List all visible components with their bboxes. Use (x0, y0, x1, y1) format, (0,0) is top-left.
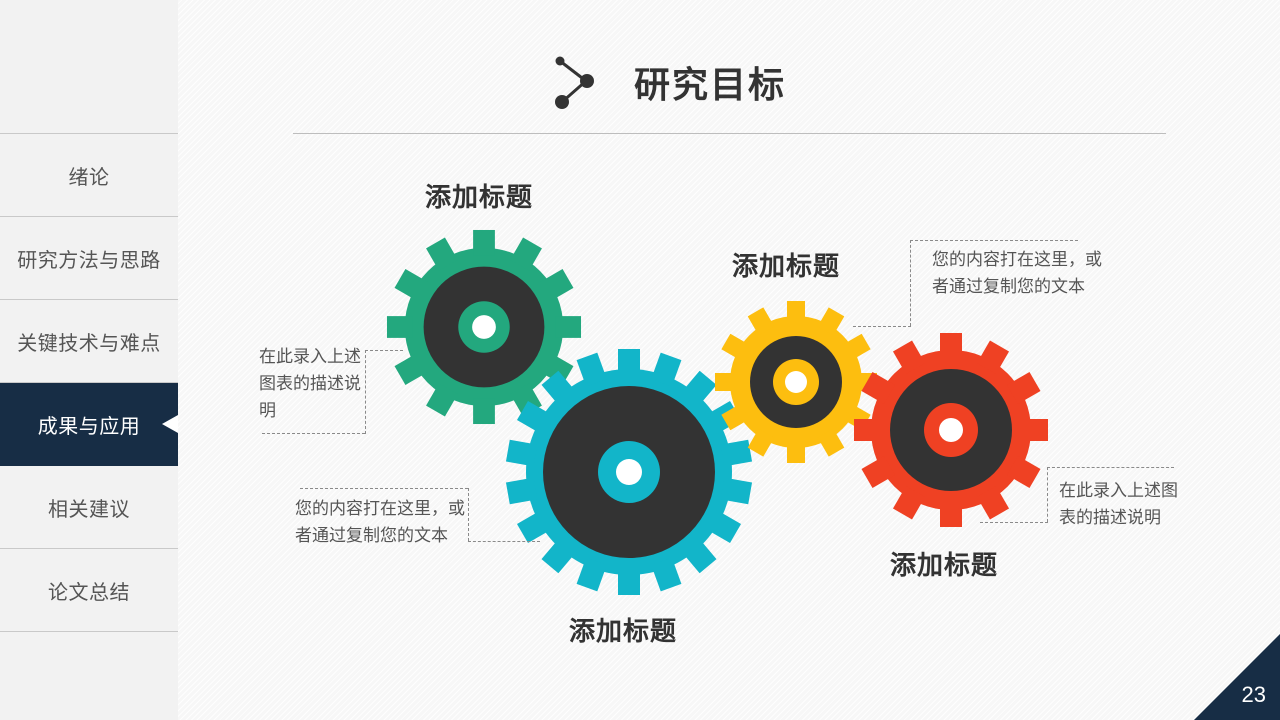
connector-line (365, 350, 403, 351)
yellow-gear-icon (715, 301, 877, 463)
connector-line (853, 326, 911, 327)
red-gear-title: 添加标题 (890, 551, 999, 581)
connector-line (1047, 467, 1174, 468)
page-header: 研究目标 (550, 52, 786, 112)
sidebar-item-results[interactable]: 成果与应用 (0, 383, 178, 466)
sidebar-item-label: 论文总结 (48, 579, 130, 604)
sidebar-nav: 绪论 研究方法与思路 关键技术与难点 成果与应用 相关建议 论文总结 (0, 133, 178, 632)
sidebar-item-suggestions[interactable]: 相关建议 (0, 466, 178, 549)
connector-line (262, 433, 365, 434)
sidebar-item-methods[interactable]: 研究方法与思路 (0, 217, 178, 300)
connector-line (910, 240, 1078, 241)
connector-line (1047, 467, 1048, 522)
sidebar-item-summary[interactable]: 论文总结 (0, 549, 178, 632)
page-number: 23 (1241, 682, 1266, 707)
connector-line (910, 240, 911, 326)
corner-decoration (1194, 634, 1280, 720)
sidebar-item-introduction[interactable]: 绪论 (0, 134, 178, 217)
share-nodes-icon (555, 56, 594, 109)
sidebar-item-key-tech[interactable]: 关键技术与难点 (0, 300, 178, 383)
description-right-top: 您的内容打在这里，或者通过复制您的文本 (932, 250, 1102, 297)
connector-line (468, 488, 469, 541)
blue-gear-title: 添加标题 (569, 617, 678, 647)
description-left-bottom: 您的内容打在这里，或者通过复制您的文本 (295, 499, 465, 546)
red-gear-icon (854, 333, 1048, 527)
yellow-gear-title: 添加标题 (732, 252, 841, 282)
active-pointer-icon (162, 415, 178, 433)
sidebar-item-label: 研究方法与思路 (17, 247, 161, 272)
connector-line (980, 522, 1048, 523)
green-gear-title: 添加标题 (425, 183, 534, 213)
title-divider (293, 133, 1166, 134)
green-gear-icon (386, 229, 582, 425)
description-left-top: 在此录入上述图表的描述说明 (259, 347, 361, 421)
connector-line (468, 541, 540, 542)
page-title: 研究目标 (634, 65, 787, 106)
sidebar-item-label: 成果与应用 (37, 413, 141, 438)
sidebar-item-label: 绪论 (68, 164, 110, 189)
sidebar: 绪论 研究方法与思路 关键技术与难点 成果与应用 相关建议 论文总结 (0, 0, 178, 720)
description-right-bottom: 在此录入上述图表的描述说明 (1059, 481, 1178, 528)
blue-gear-icon (505, 349, 753, 595)
sidebar-item-label: 相关建议 (48, 496, 130, 521)
connector-line (365, 350, 366, 434)
sidebar-item-label: 关键技术与难点 (17, 330, 161, 355)
connector-line (300, 488, 468, 489)
